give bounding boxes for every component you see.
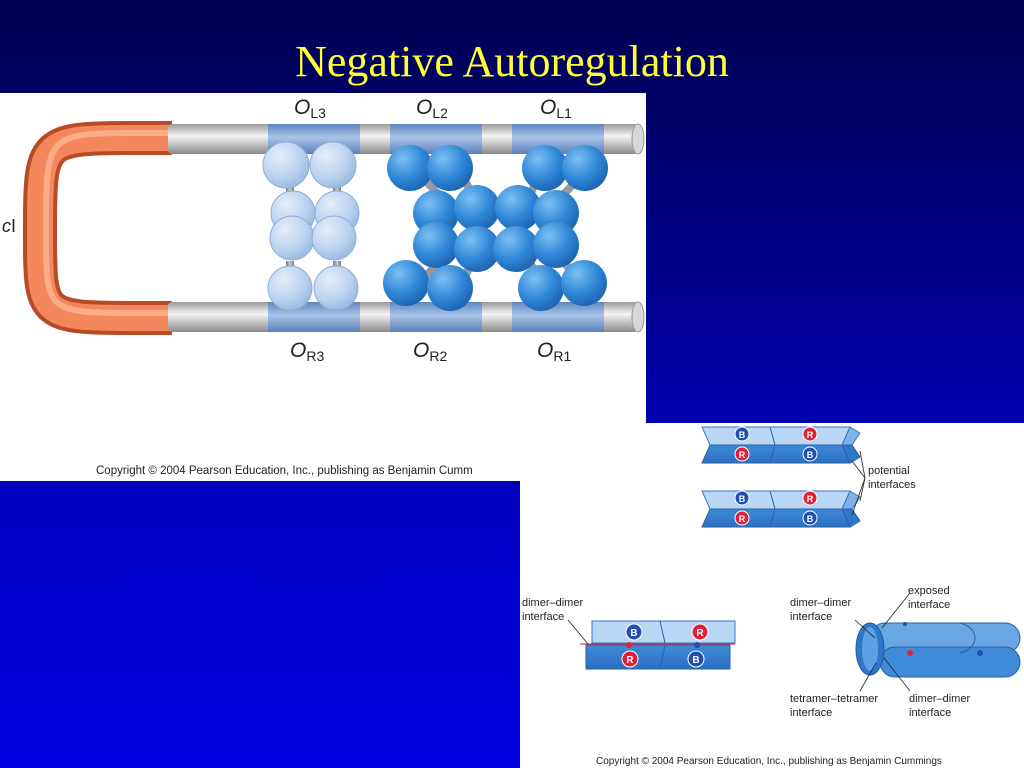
site-r-5: R [691, 623, 709, 641]
repressor-dimer-light [262, 141, 360, 311]
dna-loop-figure: cI OL3 OL2 OL1 OR3 OR2 OR1 [0, 93, 646, 481]
potential-label-1: potential [868, 465, 910, 477]
svg-text:R: R [739, 450, 746, 460]
site-b-1: B [734, 426, 750, 442]
svg-text:B: B [692, 655, 699, 666]
operator-or2-box [390, 302, 482, 332]
svg-text:B: B [739, 494, 746, 504]
gene-label-ci: cI [2, 216, 16, 236]
interface-diagram: B R R B B R R B potential interfaces [522, 426, 1021, 767]
potential-leaders [851, 450, 866, 516]
operator-or1-box [512, 302, 604, 332]
site-b-2: B [802, 446, 818, 462]
svg-text:B: B [807, 514, 814, 524]
dimer-dimer-left-2: interface [522, 611, 564, 623]
site-b-6: B [687, 650, 705, 668]
dimer-pair-left [580, 620, 736, 670]
exposed-label-2: interface [908, 599, 950, 611]
label-or2: OR2 [413, 339, 447, 364]
label-ol3: OL3 [294, 96, 326, 121]
site-b-4: B [802, 510, 818, 526]
tetramer-label-1: tetramer–tetramer [790, 693, 878, 705]
site-r-2: R [734, 446, 750, 462]
site-r-4: R [734, 510, 750, 526]
interface-figure: B R R B B R R B potential interfaces [520, 423, 1024, 768]
svg-text:R: R [739, 514, 746, 524]
site-r-3: R [802, 490, 818, 506]
dna-loop-bend [22, 121, 172, 335]
site-b-3: B [734, 490, 750, 506]
svg-text:R: R [807, 494, 814, 504]
label-ol1: OL1 [540, 96, 572, 121]
dimer-dimer-right-top-1: dimer–dimer [790, 597, 851, 609]
slide-title: Negative Autoregulation [295, 37, 729, 86]
interface-copyright: Copyright © 2004 Pearson Education, Inc.… [596, 756, 942, 767]
dna-loop-diagram: cI OL3 OL2 OL1 OR3 OR2 OR1 [2, 96, 645, 364]
svg-text:B: B [739, 430, 746, 440]
site-r-6: R [621, 650, 639, 668]
dimer-rod-upper [701, 426, 861, 464]
loop-figure-footer: Copyright © 2004 Pearson Education, Inc.… [0, 423, 520, 481]
site-r-1: R [802, 426, 818, 442]
dimer-dimer-left-1: dimer–dimer [522, 597, 583, 609]
dimer-dimer-right-bottom-1: dimer–dimer [909, 693, 970, 705]
label-ol2: OL2 [416, 96, 448, 121]
svg-text:B: B [807, 450, 814, 460]
svg-text:R: R [696, 628, 704, 639]
site-b-5: B [625, 623, 643, 641]
tetramer-label-2: interface [790, 707, 832, 719]
svg-text:R: R [807, 430, 814, 440]
label-or1: OR1 [537, 339, 571, 364]
dimer-rod-lower [701, 490, 861, 528]
repressor-octamer [383, 145, 608, 311]
potential-label-2: interfaces [868, 479, 916, 491]
dimer-dimer-right-top-2: interface [790, 611, 832, 623]
dimer-dimer-right-bottom-2: interface [909, 707, 951, 719]
label-or3: OR3 [290, 339, 324, 364]
tetramer-rods [855, 622, 1021, 678]
exposed-label-1: exposed [908, 585, 950, 597]
svg-text:R: R [626, 655, 634, 666]
loop-copyright: Copyright © 2004 Pearson Education, Inc.… [96, 465, 473, 477]
svg-text:B: B [630, 628, 637, 639]
